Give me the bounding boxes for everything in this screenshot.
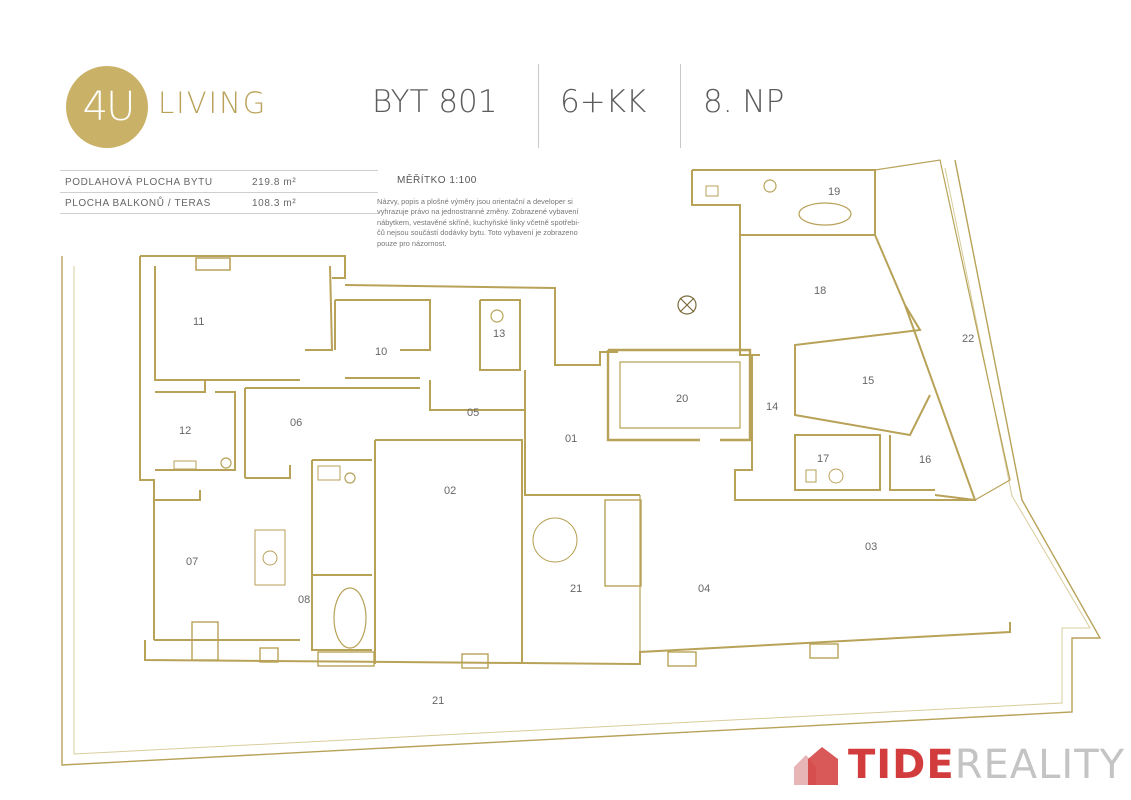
room-label-11: 11 [193,316,204,328]
room-label-15: 15 [862,375,874,387]
toilet-icon [220,457,232,469]
terrace-22-edge [874,159,1011,501]
room-label-03: 03 [865,541,877,553]
room-02-walls [374,439,523,664]
terrace-inner-outline [73,167,1091,755]
disclaimer-note: Názvy, popis a plošné výměry jsou orient… [377,197,667,249]
room-06-walls [244,387,420,479]
unit-number: BYT 801 [372,84,498,120]
toilet-icon [344,472,356,484]
room-label-14: 14 [766,401,778,413]
window-frame [809,643,839,659]
room-label-19: 19 [828,186,840,198]
north-wall-left [140,255,346,279]
toilet-icon [705,185,719,197]
room-label-21-stair: 21 [570,583,582,595]
room-16-walls [889,435,935,491]
floor-area-label: PODLAHOVÁ PLOCHA BYTU [65,177,213,188]
note-line: Názvy, popis a plošné výměry jsou orient… [377,197,573,206]
bathtub-icon [798,202,852,226]
staircase-outline [521,495,641,664]
room-label-08: 08 [298,594,310,606]
plan-scale: MĚŘÍTKO 1:100 [397,175,477,186]
room-label-07: 07 [186,556,198,568]
room-label-10: 10 [375,346,387,358]
vanity-icon [254,529,286,586]
room-05-walls [429,380,526,411]
watermark-text: TIDEREALITY [848,742,1125,788]
toilet-icon [490,309,504,323]
room-12-walls [155,380,236,471]
room-17-walls [794,434,881,491]
tide-reality-logo-icon [794,747,838,785]
note-line: nábytkem, vestavěné skříně, kuchyňské li… [377,217,580,227]
kitchen-island [604,499,642,587]
room-label-01: 01 [565,433,577,445]
brand-logo-text: 4U [82,84,136,130]
room-13-walls [479,299,521,371]
room-19-walls [691,169,876,255]
unit-floor: 8. NP [703,84,785,120]
room-10-walls [334,299,431,379]
window-frame [461,653,489,669]
window-frame [317,651,375,667]
room-label-05: 05 [467,407,479,419]
room-label-04: 04 [698,583,710,595]
sink-icon [317,465,341,481]
room-label-06: 06 [290,417,302,429]
room-label-17: 17 [817,453,829,465]
bathtub-icon [333,587,367,649]
window-frame [667,651,697,667]
room-18-walls [739,234,922,390]
sink-icon [828,468,844,484]
sink-icon [262,550,278,566]
room-20-walls [606,348,752,442]
room-label-13: 13 [493,328,505,340]
note-line: vyhrazuje právo na jednostranné změny. Z… [377,207,579,217]
balcony-area-value: 108.3 m² [252,198,297,209]
floor-area-value: 219.8 m² [252,177,297,188]
toilet-icon [805,469,817,483]
room-label-22: 22 [962,333,974,345]
room-11-walls [154,265,334,381]
room-20-inner [619,361,741,429]
header-divider [538,64,539,148]
terrace-outline [61,159,1102,766]
south-wall [144,622,1011,666]
window-frame [259,647,279,663]
room-07-walls [154,490,300,641]
header-divider [680,64,681,148]
room-label-12: 12 [179,425,191,437]
brand-logo: 4U [66,66,148,148]
room-label-18: 18 [814,285,826,297]
sink-icon [173,460,197,470]
sink-icon [763,179,777,193]
vent-marker [677,295,697,315]
note-line: čů nejsou součástí dodávky bytu. Toto vy… [377,228,578,238]
unit-layout: 6+KK [560,84,647,120]
room-label-02: 02 [444,485,456,497]
room-14-walls [734,355,975,501]
balcony-area-label: PLOCHA BALKONŮ / TERAS [65,198,211,209]
note-line: pouze pro názornost. [377,238,447,248]
brand-name: LIVING [158,86,268,120]
room-01-walls [524,370,640,496]
stair-icon [532,517,578,563]
room-label-16: 16 [919,454,931,466]
room-11-window [195,257,231,271]
watermark-reality: REALITY [954,742,1126,788]
floor-area-row: PODLAHOVÁ PLOCHA BYTU 219.8 m² [60,170,378,193]
west-wall [139,256,155,640]
room-label-20: 20 [676,393,688,405]
north-wall-mid [344,284,618,366]
watermark-tide: TIDE [848,742,955,788]
balcony-area-row: PLOCHA BALKONŮ / TERAS 108.3 m² [60,192,378,214]
room-08-walls [311,459,372,651]
room-label-21-terrace: 21 [432,695,444,707]
cabinet-icon [191,621,219,661]
